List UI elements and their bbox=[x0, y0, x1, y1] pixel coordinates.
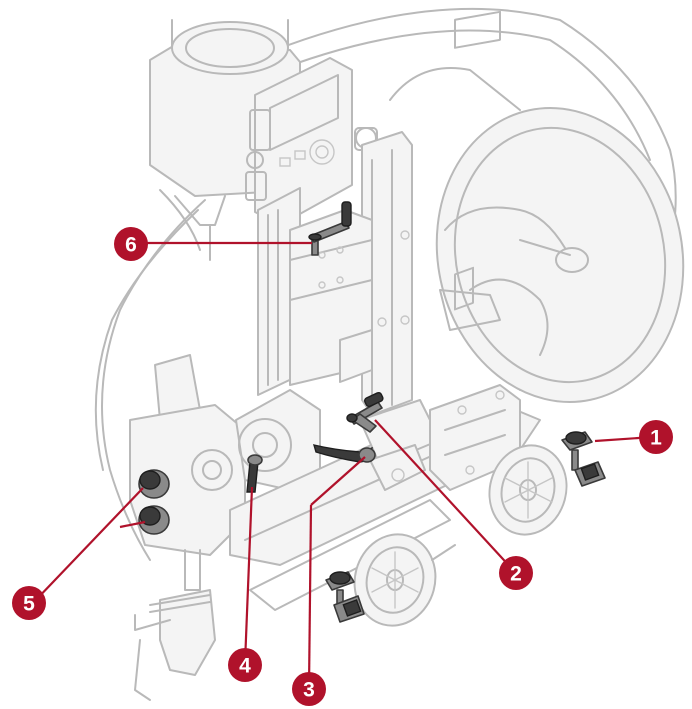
wire-spool-housing bbox=[249, 7, 685, 403]
callout-1-label: 1 bbox=[650, 427, 662, 450]
vertical-slide-crank bbox=[308, 201, 352, 256]
leader-5a bbox=[32, 487, 144, 604]
callout-3: 3 bbox=[292, 672, 326, 706]
callout-5: 5 bbox=[12, 586, 46, 620]
leader-5b bbox=[119, 520, 146, 529]
vertical-slide bbox=[257, 131, 413, 416]
leader-3b bbox=[307, 504, 313, 689]
callout-1: 1 bbox=[639, 420, 673, 454]
locking-lever bbox=[312, 444, 376, 463]
callout-6-label: 6 bbox=[125, 234, 137, 257]
trolley-clamp-knob bbox=[561, 431, 606, 487]
callout-4: 4 bbox=[228, 648, 262, 682]
highlighted-parts bbox=[138, 201, 606, 623]
trolley-clamp-knob-front bbox=[325, 571, 365, 623]
leader-2 bbox=[374, 419, 515, 572]
leader-3 bbox=[310, 456, 366, 506]
pressure-adjustment-knobs bbox=[138, 469, 170, 535]
torch-cable bbox=[94, 189, 206, 561]
control-pendant bbox=[245, 57, 378, 226]
callout-badges: 1 2 3 4 5 6 bbox=[12, 227, 673, 706]
callout-2: 2 bbox=[499, 556, 533, 590]
callout-leaders bbox=[32, 241, 654, 689]
carriage-frame bbox=[229, 266, 541, 611]
leader-4 bbox=[243, 486, 254, 664]
wheels bbox=[339, 444, 568, 627]
callout-3-label: 3 bbox=[303, 679, 315, 702]
callout-4-label: 4 bbox=[239, 655, 251, 678]
callout-5-label: 5 bbox=[23, 593, 35, 616]
callout-6: 6 bbox=[114, 227, 148, 261]
callout-2-label: 2 bbox=[510, 563, 522, 586]
wire-feeder-lever bbox=[246, 454, 263, 493]
crank-handle bbox=[346, 391, 384, 433]
machine-illustration bbox=[94, 7, 685, 701]
